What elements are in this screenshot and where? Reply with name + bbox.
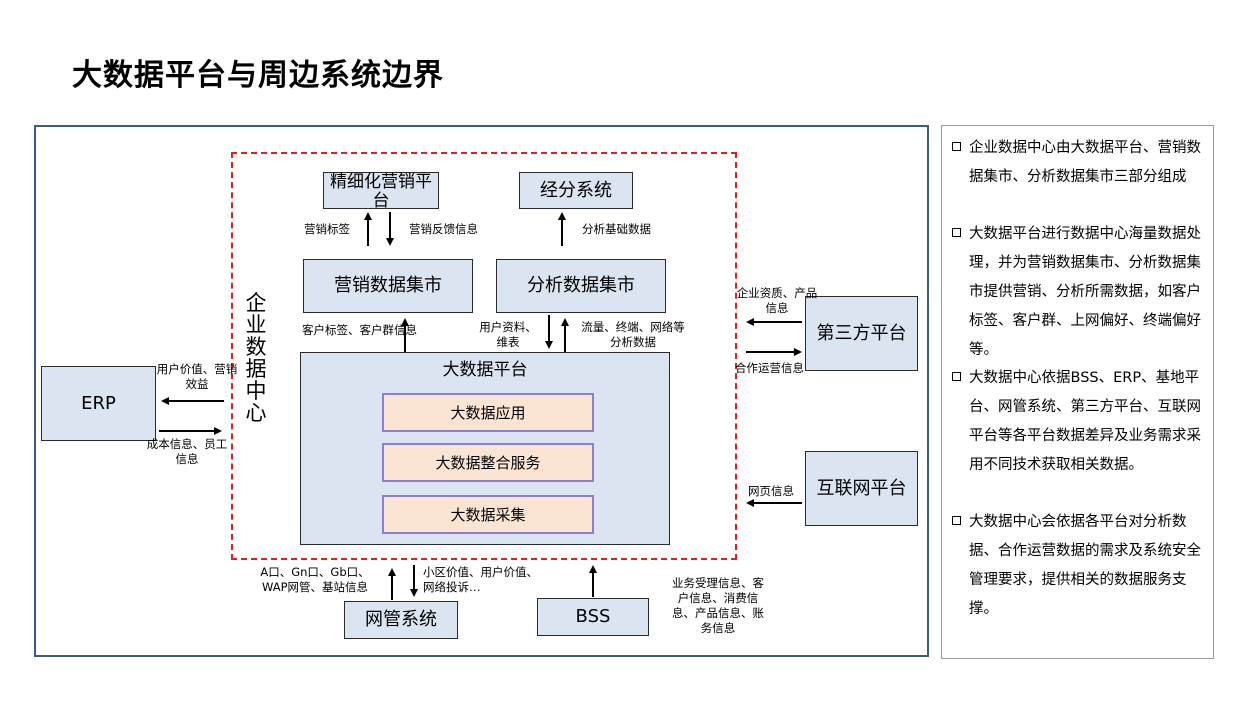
big-data-app-box: 大数据应用	[382, 393, 594, 432]
marketing-data-mart-label: 营销数据集市	[334, 275, 442, 296]
bullet-square-icon	[952, 372, 961, 381]
user-value-label: 用户价值、营销效益	[156, 362, 238, 391]
bullet-square-icon	[952, 228, 961, 237]
webpage-info-label: 网页信息	[748, 484, 794, 498]
analysis-data-mart-box: 分析数据集市	[496, 259, 666, 313]
fine-marketing-platform-label: 精细化营销平台	[330, 172, 432, 211]
side-note-3: 大数据中心依据BSS、ERP、基地平台、网管系统、第三方平台、互联网平台等各平台…	[952, 364, 1204, 480]
enterprise-data-center-boundary	[231, 152, 737, 560]
internet-platform-label: 互联网平台	[816, 477, 907, 499]
bss-label: BSS	[575, 606, 611, 627]
netmgmt-system-box: 网管系统	[344, 601, 458, 639]
traffic-terminal-label: 流量、终端、网络等分析数据	[581, 320, 685, 349]
third-party-platform-box: 第三方平台	[805, 296, 918, 371]
coop-ops-label: 合作运营信息	[735, 361, 804, 375]
big-data-platform-title: 大数据平台	[442, 360, 528, 380]
cost-info-label: 成本信息、员工信息	[146, 437, 228, 466]
marketing-data-mart-box: 营销数据集市	[303, 259, 473, 313]
third-party-platform-label: 第三方平台	[816, 322, 907, 344]
big-data-collect-label: 大数据采集	[450, 506, 526, 524]
enterprise-data-center-label: 企业数据中心	[245, 291, 267, 425]
netmgmt-system-label: 网管系统	[365, 609, 437, 630]
fine-marketing-platform-box: 精细化营销平台	[323, 172, 439, 211]
side-note-text: 大数据中心会依据各平台对分析数据、合作运营数据的需求及系统安全管理要求，提供相关…	[969, 514, 1201, 617]
cell-value-label: 小区价值、用户价值、网络投诉…	[423, 565, 538, 594]
user-data-maint-label: 用户资料、维表	[479, 320, 537, 349]
analysis-basic-label: 分析基础数据	[582, 222, 651, 236]
jingfen-system-label: 经分系统	[540, 179, 612, 201]
erp-box: ERP	[41, 366, 156, 441]
marketing-tag-label: 营销标签	[304, 222, 350, 236]
marketing-feedback-label: 营销反馈信息	[409, 222, 478, 236]
big-data-integration-box: 大数据整合服务	[382, 443, 594, 482]
bullet-square-icon	[952, 142, 961, 151]
jingfen-system-box: 经分系统	[519, 172, 633, 209]
erp-label: ERP	[81, 392, 116, 414]
side-note-text: 大数据中心依据BSS、ERP、基地平台、网管系统、第三方平台、互联网平台等各平台…	[969, 370, 1201, 473]
enterprise-qual-label: 企业资质、产品信息	[736, 286, 818, 315]
internet-platform-box: 互联网平台	[805, 451, 918, 526]
side-note-1: 企业数据中心由大数据平台、营销数据集市、分析数据集市三部分组成	[952, 134, 1204, 192]
big-data-app-label: 大数据应用	[450, 404, 526, 422]
diagram-frame	[34, 125, 929, 657]
side-note-4: 大数据中心会依据各平台对分析数据、合作运营数据的需求及系统安全管理要求，提供相关…	[952, 508, 1204, 624]
big-data-collect-box: 大数据采集	[382, 495, 594, 534]
a-interface-label: A口、Gn口、Gb口、WAP网管、基站信息	[260, 565, 370, 594]
analysis-data-mart-label: 分析数据集市	[527, 275, 635, 296]
bullet-square-icon	[952, 516, 961, 525]
bss-info-label: 业务受理信息、客户信息、消费信息、产品信息、账务信息	[672, 576, 764, 635]
page-title: 大数据平台与周边系统边界	[72, 58, 444, 93]
bss-box: BSS	[537, 598, 649, 636]
customer-tag-group-label: 客户标签、客户群信息	[302, 323, 417, 337]
side-notes-panel	[941, 125, 1214, 659]
side-note-text: 大数据平台进行数据中心海量数据处理，并为营销数据集市、分析数据集市提供营销、分析…	[969, 226, 1201, 358]
big-data-integration-label: 大数据整合服务	[435, 454, 541, 472]
side-note-2: 大数据平台进行数据中心海量数据处理，并为营销数据集市、分析数据集市提供营销、分析…	[952, 220, 1204, 365]
side-note-text: 企业数据中心由大数据平台、营销数据集市、分析数据集市三部分组成	[969, 140, 1201, 185]
